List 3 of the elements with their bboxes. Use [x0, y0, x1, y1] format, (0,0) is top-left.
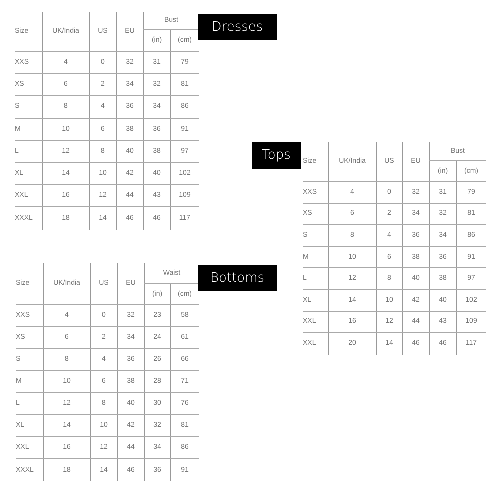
category-tag: Dresses [198, 14, 277, 40]
category-tag: Bottoms [198, 265, 277, 291]
category-tag: Tops [252, 142, 301, 169]
